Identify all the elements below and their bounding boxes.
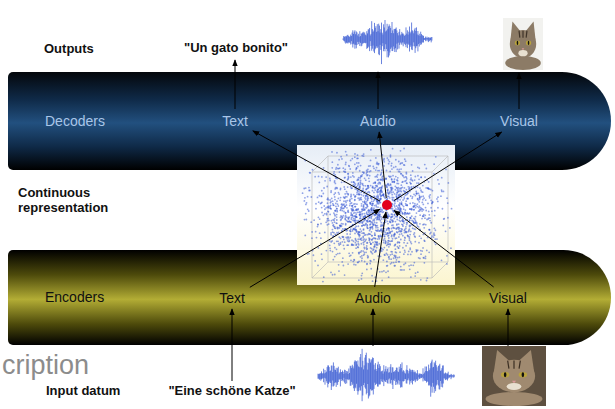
decoder-module: Visual	[497, 112, 541, 130]
watermark: cription	[2, 350, 89, 381]
section-heading: Outputs	[44, 42, 94, 57]
leader-arrow	[235, 60, 236, 109]
space-label: Continuous representation	[18, 186, 130, 216]
connector-arrow	[394, 210, 494, 287]
connector-arrow	[250, 209, 380, 287]
band-title: Encoders	[45, 289, 104, 305]
scatter-cube	[297, 145, 455, 285]
leader-arrow	[378, 72, 379, 109]
modality-label: Audio	[360, 113, 396, 129]
decoder-module: Text	[219, 112, 251, 130]
leader-arrow	[232, 309, 233, 381]
connector-arrow	[253, 131, 380, 201]
band-title: Decoders	[45, 113, 105, 129]
decoder-module: Audio	[357, 112, 399, 130]
connector-arrow	[394, 132, 502, 200]
connector-arrow	[375, 212, 386, 287]
encoder-module: Text	[216, 289, 248, 307]
decoder-band: Decoders Text Audio Visual	[8, 72, 611, 170]
modality-label: Text	[219, 290, 245, 306]
modality-label: Text	[222, 113, 248, 129]
input-text: "Eine schöne Katze"	[168, 384, 295, 399]
modality-label: Audio	[355, 290, 391, 306]
leader-arrow	[373, 309, 374, 346]
leader-arrow	[508, 309, 509, 346]
section-heading: Input datum	[46, 384, 120, 399]
encoder-module: Audio	[352, 289, 394, 307]
input-cat-photo	[482, 346, 546, 406]
output-cat-image	[503, 18, 543, 70]
modality-label: Visual	[489, 290, 527, 306]
connector-arrow	[379, 132, 386, 198]
encoder-band: Encoders Text Audio Visual	[8, 250, 611, 345]
input-waveform	[318, 349, 455, 401]
output-waveform	[343, 20, 432, 64]
encoder-module: Visual	[486, 289, 530, 307]
modality-label: Visual	[500, 113, 538, 129]
leader-arrow	[519, 73, 520, 109]
latent-point: Continuous representation	[382, 200, 392, 210]
output-text: "Un gato bonito"	[184, 41, 288, 56]
